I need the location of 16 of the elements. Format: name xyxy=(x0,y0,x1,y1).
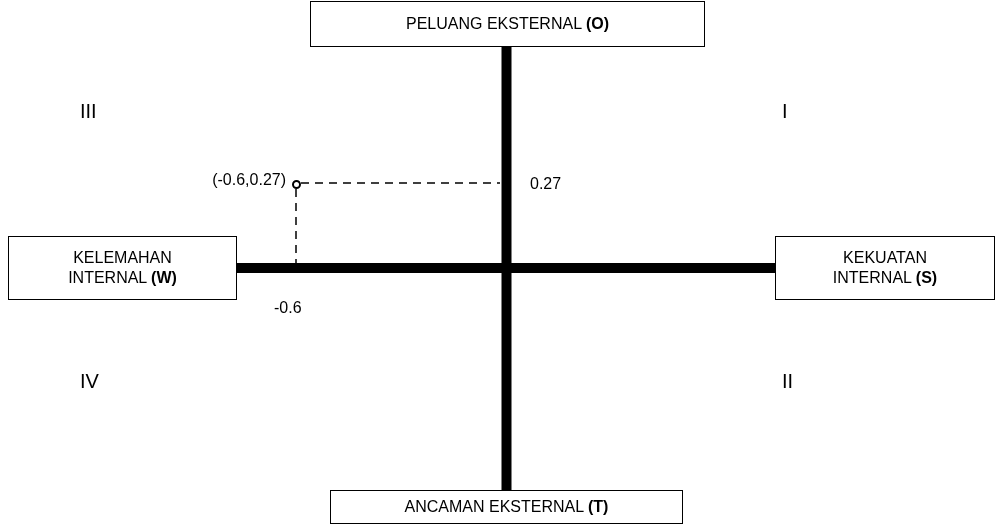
label-box: ANCAMAN EKSTERNAL (T) xyxy=(330,490,683,524)
axis-line xyxy=(501,47,512,490)
axis-line xyxy=(237,263,775,273)
label-box: KEKUATAN INTERNAL (S) xyxy=(775,236,995,300)
dashed-line xyxy=(300,182,501,184)
quadrant-label: I xyxy=(782,99,788,124)
quadrant-label: -0.6 xyxy=(274,298,302,318)
dashed-line xyxy=(295,188,297,266)
quadrant-label: IV xyxy=(80,369,99,394)
point-label: (-0.6,0.27) xyxy=(211,170,286,190)
label-box: KELEMAHAN INTERNAL (W) xyxy=(8,236,237,300)
quadrant-label: II xyxy=(782,369,794,394)
quadrant-label: 0.27 xyxy=(530,174,562,194)
quadrant-label: III xyxy=(80,99,97,124)
label-box: PELUANG EKSTERNAL (O) xyxy=(310,1,705,47)
data-point xyxy=(292,180,301,189)
